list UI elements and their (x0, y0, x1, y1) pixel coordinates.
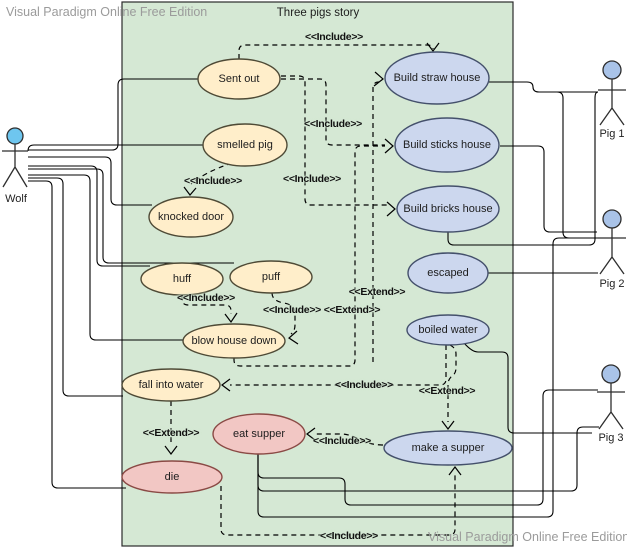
extend-blow-house-build-sticks[interactable] (233, 145, 385, 367)
watermark-top-left: Visual Paradigm Online Free Edition (6, 5, 208, 19)
association-wolf-knocked-door[interactable] (28, 156, 152, 206)
usecase-puff[interactable] (229, 260, 313, 294)
usecase-eat-supper[interactable] (212, 413, 306, 455)
arrowhead-build-straw-left (373, 71, 384, 87)
wolf-head (6, 127, 24, 145)
extend-blow-house-build-straw[interactable] (372, 81, 380, 362)
arrowhead-blow-house-top (224, 312, 238, 324)
include-boiled-water-fall-into-water[interactable] (230, 345, 447, 386)
usecase-sent-out[interactable] (197, 58, 281, 100)
include-sent-out-build-straw[interactable] (238, 44, 434, 59)
usecase-build-bricks-house[interactable] (396, 185, 500, 233)
usecase-build-sticks-house[interactable] (394, 117, 500, 173)
actor-pig3[interactable] (597, 364, 625, 430)
association-eat-supper-pig2[interactable] (257, 237, 597, 518)
association-wolf-smelled-pig[interactable] (27, 144, 203, 152)
arrowhead-build-sticks-left (384, 138, 394, 154)
arrowhead-build-straw-top (426, 42, 440, 52)
arrowhead-die-top (164, 445, 178, 455)
usecase-die[interactable] (121, 460, 223, 494)
association-wolf-fall-into-water[interactable] (28, 177, 123, 397)
include-die-make-a-supper[interactable] (220, 475, 456, 536)
actor-shapes[interactable] (2, 60, 626, 430)
actor-pig2[interactable] (598, 209, 626, 275)
associations[interactable] (27, 78, 599, 518)
arrowhead-build-bricks-left (386, 201, 396, 217)
arrowhead-fall-into-water (221, 378, 231, 392)
usecase-escaped[interactable] (407, 252, 489, 294)
usecase-make-a-supper[interactable] (383, 430, 513, 466)
association-wolf-sent-out[interactable] (28, 78, 198, 151)
usecase-build-straw-house[interactable] (384, 51, 490, 105)
arrowhead-make-a-supper-bottom (448, 466, 462, 476)
association-eat-supper-pig3-b[interactable] (257, 414, 599, 492)
association-wolf-puff[interactable] (28, 168, 234, 264)
arrowhead-make-a-supper-top (441, 420, 455, 430)
pig3-body (597, 383, 625, 430)
usecase-huff[interactable] (140, 262, 224, 296)
pig3-head (601, 364, 621, 384)
extend-boiled-water-make-a-supper[interactable] (447, 344, 457, 422)
wolf-body (2, 144, 28, 188)
watermark-bottom-right: Visual Paradigm Online Free Edition (428, 530, 627, 544)
association-pig2-build-straw[interactable] (539, 91, 598, 239)
association-pig1-build-straw[interactable] (489, 81, 598, 93)
association-pig1-build-bricks[interactable] (447, 91, 599, 246)
arrowhead-eat-supper-right (306, 427, 316, 441)
usecase-blow-house-down[interactable] (182, 323, 286, 359)
pig1-body (598, 79, 626, 126)
actor-pig1[interactable] (598, 60, 626, 126)
arrowhead-knocked-door (183, 186, 197, 196)
association-wolf-blow-house-down[interactable] (28, 174, 184, 341)
arrowheads (164, 42, 462, 476)
include-huff-blow-house[interactable] (181, 295, 232, 314)
pig2-body (598, 228, 626, 275)
pig1-head (602, 60, 622, 80)
usecase-knocked-door[interactable] (148, 196, 234, 238)
include-sent-out-build-bricks[interactable] (281, 75, 388, 206)
association-wolf-huff[interactable] (28, 165, 150, 267)
actor-wolf[interactable] (2, 127, 28, 188)
include-sent-out-build-sticks[interactable] (281, 78, 385, 146)
pig2-head (602, 209, 622, 229)
association-pig2-build-sticks[interactable] (500, 145, 597, 233)
use-case-shapes[interactable] (121, 51, 513, 494)
association-eat-supper-pig3-a[interactable] (257, 389, 598, 506)
association-wolf-die[interactable] (28, 180, 126, 489)
association-pig3-boiled-water[interactable] (463, 342, 592, 434)
usecase-smelled-pig[interactable] (202, 123, 288, 167)
arrowhead-blow-house-right (288, 330, 299, 345)
include-puff-blow-house[interactable] (271, 292, 296, 335)
usecase-fall-into-water[interactable] (121, 368, 221, 402)
usecase-boiled-water[interactable] (406, 314, 490, 346)
